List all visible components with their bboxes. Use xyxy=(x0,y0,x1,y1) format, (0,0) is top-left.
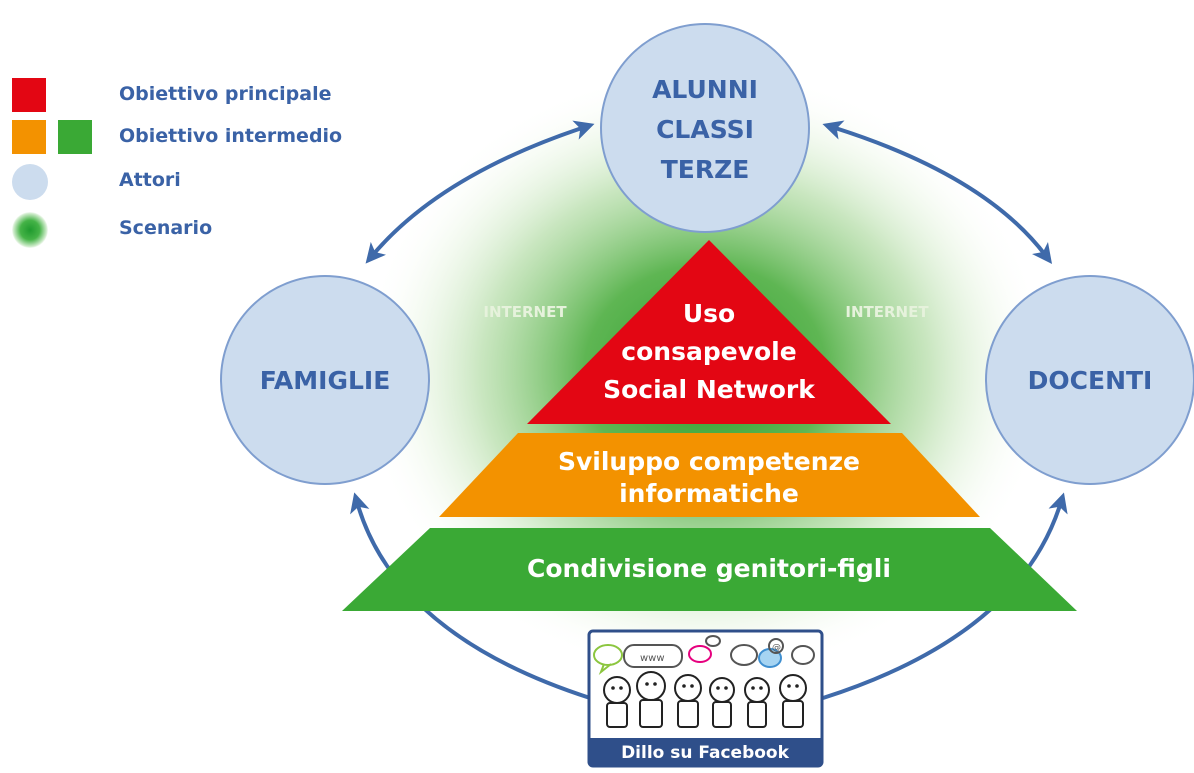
actor-circle xyxy=(985,275,1194,485)
pyramid-top-label: Social Network xyxy=(603,375,816,404)
pyramid-top-label: Uso xyxy=(683,299,735,328)
actor-circle xyxy=(600,23,810,233)
actor-famiglie: FAMIGLIE xyxy=(220,275,430,485)
legend-item-main-goal: Obiettivo principale xyxy=(12,78,372,112)
bubble-text: www xyxy=(640,653,665,664)
arrow-top-right xyxy=(822,120,1053,264)
cartoon-people-illustration xyxy=(603,671,807,728)
arrow-top-left xyxy=(365,120,595,264)
legend-label: Obiettivo principale xyxy=(119,83,332,105)
badge-caption-bar xyxy=(590,738,821,765)
actor-label: DOCENTI xyxy=(1028,366,1153,395)
scenario-label-internet: INTERNET xyxy=(845,303,929,321)
legend-item-intermediate-goal: Obiettivo intermedio xyxy=(12,120,372,154)
pyramid-middle-band xyxy=(439,433,980,517)
scenario-label-internet: INTERNET xyxy=(483,303,567,321)
arrow-badge-left xyxy=(350,492,591,700)
actor-label: CLASSI xyxy=(656,115,754,144)
cartoon-faces xyxy=(611,682,799,690)
pyramid-middle-label: informatiche xyxy=(619,479,799,508)
arrow-badge-right xyxy=(822,492,1068,700)
scenario-glow-swatch xyxy=(12,212,48,248)
legend-label: Scenario xyxy=(119,217,213,239)
orange-swatch xyxy=(12,120,46,154)
pyramid-bottom-label: Condivisione genitori-figli xyxy=(527,554,891,583)
actor-label: FAMIGLIE xyxy=(260,366,391,395)
legend-label: Obiettivo intermedio xyxy=(119,125,343,147)
pyramid-top-label: consapevole xyxy=(621,337,796,366)
pyramid-bottom-band xyxy=(342,528,1077,611)
red-swatch xyxy=(12,78,46,112)
legend-label: Attori xyxy=(119,169,181,191)
pyramid: Uso consapevole Social Network Sviluppo … xyxy=(342,240,1077,611)
actor-alunni: ALUNNI CLASSI TERZE xyxy=(600,23,810,233)
actor-circle xyxy=(220,275,430,485)
actor-label: ALUNNI xyxy=(652,75,758,104)
pyramid-middle-label: Sviluppo competenze xyxy=(558,447,860,476)
actor-circle-swatch xyxy=(12,164,48,200)
facebook-badge[interactable]: Dillo su Facebook www @ xyxy=(587,629,824,768)
green-swatch xyxy=(58,120,92,154)
pyramid-top-triangle xyxy=(527,240,891,424)
bubble-text: @ xyxy=(772,643,781,653)
legend-item-scenario: Scenario xyxy=(12,212,372,248)
speech-bubbles-illustration: www @ xyxy=(593,635,815,676)
legend-item-actors: Attori xyxy=(12,164,372,200)
actor-docenti: DOCENTI xyxy=(985,275,1194,485)
actor-label: TERZE xyxy=(661,155,750,184)
badge-caption: Dillo su Facebook xyxy=(621,743,790,763)
